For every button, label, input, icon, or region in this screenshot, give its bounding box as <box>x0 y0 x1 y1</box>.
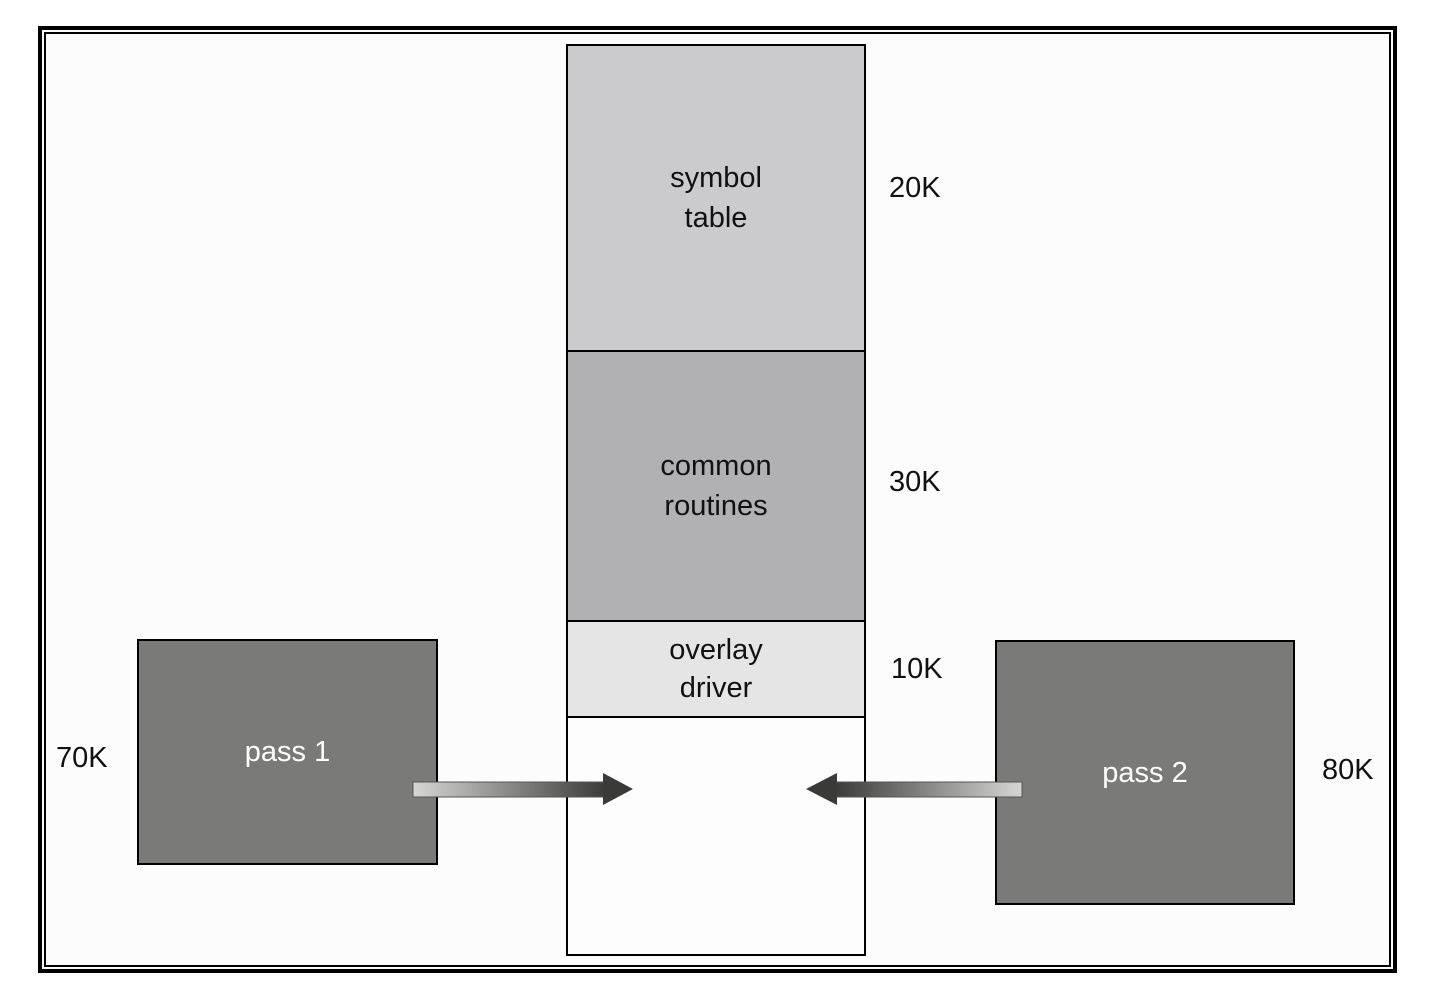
symbol-table-label: symbol table <box>670 162 762 234</box>
pass2-block: pass 2 <box>995 640 1295 905</box>
common-routines-label: common routines <box>660 450 772 522</box>
pass1-label: pass 1 <box>244 736 331 768</box>
pass1-size: 70K <box>56 742 108 774</box>
pass1-block: pass 1 <box>137 639 438 865</box>
pass2-label: pass 2 <box>1102 756 1188 789</box>
pass2-size: 80K <box>1322 754 1374 786</box>
overlay-driver-label: overlay driver <box>669 634 763 704</box>
overlay-area-block <box>566 716 866 956</box>
symbol-table-size: 20K <box>889 172 941 204</box>
overlay-driver-size: 10K <box>891 653 943 685</box>
left-arrow-icon <box>806 773 1023 805</box>
common-routines-size: 30K <box>889 466 941 498</box>
diagram-inner-frame <box>44 32 1391 967</box>
right-arrow-icon <box>412 773 633 805</box>
symbol-table-block: symbol table <box>566 44 866 352</box>
common-routines-block: common routines <box>566 350 866 622</box>
